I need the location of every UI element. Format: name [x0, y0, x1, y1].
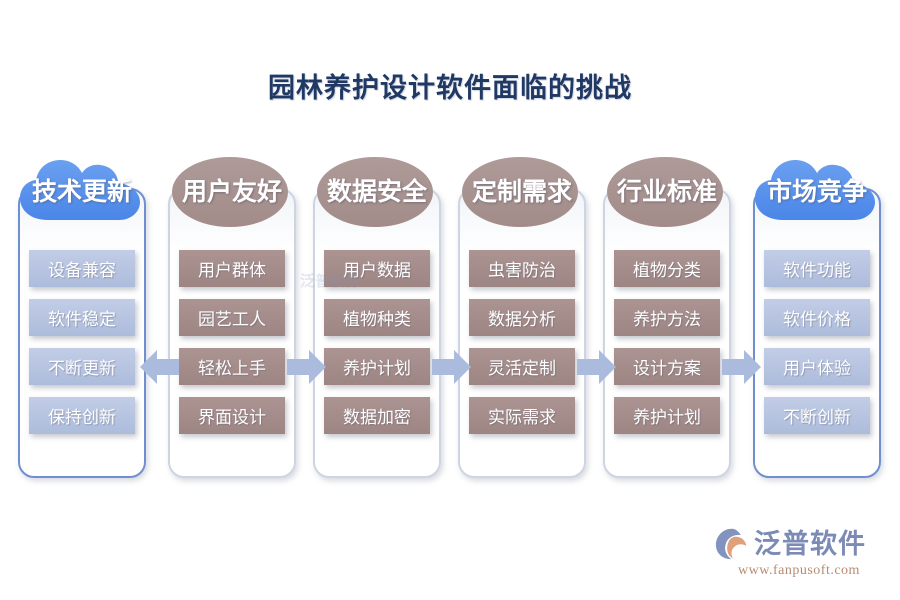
- column-header[interactable]: 定制需求: [450, 152, 594, 228]
- brand-logo: 泛普软件 www.fanpusoft.com: [714, 526, 884, 582]
- brand-logo-row: 泛普软件: [714, 526, 884, 562]
- item-box[interactable]: 不断创新: [764, 397, 870, 434]
- column-2[interactable]: 用户友好用户群体园艺工人轻松上手界面设计: [168, 157, 296, 478]
- column-header-label: 定制需求: [471, 179, 572, 206]
- cloud-shape: [755, 160, 875, 220]
- column-items: 用户群体园艺工人轻松上手界面设计: [179, 250, 285, 446]
- arrow-shape: [140, 350, 179, 384]
- column-items: 软件功能软件价格用户体验不断创新: [764, 250, 870, 446]
- item-box[interactable]: 软件价格: [764, 299, 870, 336]
- column-header-label: 数据安全: [326, 179, 427, 206]
- item-box[interactable]: 园艺工人: [179, 299, 285, 336]
- ellipse-shape: [317, 157, 433, 227]
- column-header[interactable]: 行业标准: [595, 152, 739, 228]
- column-header-label: 技术更新: [31, 179, 132, 206]
- flow-arrow-left: [139, 348, 179, 386]
- arrow-shape: [722, 350, 761, 384]
- cloud-shape: [20, 160, 140, 220]
- column-items: 虫害防治数据分析灵活定制实际需求: [469, 250, 575, 446]
- ellipse-shape: [607, 157, 723, 227]
- item-box[interactable]: 轻松上手: [179, 348, 285, 385]
- item-box[interactable]: 数据分析: [469, 299, 575, 336]
- item-box[interactable]: 设备兼容: [29, 250, 135, 287]
- column-items: 植物分类养护方法设计方案养护计划: [614, 250, 720, 446]
- column-3[interactable]: 数据安全用户数据植物种类养护计划数据加密: [313, 157, 441, 478]
- item-box[interactable]: 灵活定制: [469, 348, 575, 385]
- fanpu-logo-icon: [715, 528, 747, 560]
- item-box[interactable]: 用户群体: [179, 250, 285, 287]
- column-4[interactable]: 定制需求虫害防治数据分析灵活定制实际需求: [458, 157, 586, 478]
- column-header[interactable]: 用户友好: [160, 152, 304, 228]
- item-box[interactable]: 软件稳定: [29, 299, 135, 336]
- item-box[interactable]: 植物种类: [324, 299, 430, 336]
- page-title: 园林养护设计软件面临的挑战: [268, 73, 632, 103]
- columns-container: 技术更新设备兼容软件稳定不断更新保持创新用户友好用户群体园艺工人轻松上手界面设计…: [0, 152, 900, 482]
- flow-arrow-right: [287, 348, 327, 386]
- center-watermark: 泛普软件: [300, 268, 420, 292]
- center-watermark-text: 泛普软件: [300, 273, 361, 290]
- flow-arrow-right: [577, 348, 617, 386]
- item-box[interactable]: 养护方法: [614, 299, 720, 336]
- column-header[interactable]: 数据安全: [305, 152, 449, 228]
- column-header-label: 用户友好: [181, 179, 282, 206]
- flow-arrow-right: [432, 348, 472, 386]
- item-box[interactable]: 软件功能: [764, 250, 870, 287]
- column-header-label: 行业标准: [616, 179, 717, 206]
- item-box[interactable]: 养护计划: [614, 397, 720, 434]
- arrow-shape: [577, 350, 616, 384]
- item-box[interactable]: 保持创新: [29, 397, 135, 434]
- arrow-shape: [287, 350, 326, 384]
- column-items: 设备兼容软件稳定不断更新保持创新: [29, 250, 135, 446]
- item-box[interactable]: 数据加密: [324, 397, 430, 434]
- item-box[interactable]: 植物分类: [614, 250, 720, 287]
- ellipse-shape: [172, 157, 288, 227]
- column-6[interactable]: 市场竞争软件功能软件价格用户体验不断创新: [753, 160, 881, 478]
- column-5[interactable]: 行业标准植物分类养护方法设计方案养护计划: [603, 157, 731, 478]
- item-box[interactable]: 用户数据: [324, 250, 430, 287]
- item-box[interactable]: 设计方案: [614, 348, 720, 385]
- item-box[interactable]: 养护计划: [324, 348, 430, 385]
- brand-name: 泛普软件: [754, 529, 866, 559]
- item-box[interactable]: 不断更新: [29, 348, 135, 385]
- arrow-shape: [432, 350, 471, 384]
- ellipse-shape: [462, 157, 578, 227]
- column-header[interactable]: 市场竞争: [745, 152, 889, 228]
- column-header-label: 市场竞争: [766, 179, 867, 206]
- column-1[interactable]: 技术更新设备兼容软件稳定不断更新保持创新: [18, 160, 146, 478]
- item-box[interactable]: 用户体验: [764, 348, 870, 385]
- item-box[interactable]: 实际需求: [469, 397, 575, 434]
- brand-url: www.fanpusoft.com: [738, 563, 860, 578]
- flow-arrow-right: [722, 348, 762, 386]
- column-items: 用户数据植物种类养护计划数据加密: [324, 250, 430, 446]
- item-box[interactable]: 虫害防治: [469, 250, 575, 287]
- column-header[interactable]: 技术更新: [10, 152, 154, 228]
- item-box[interactable]: 界面设计: [179, 397, 285, 434]
